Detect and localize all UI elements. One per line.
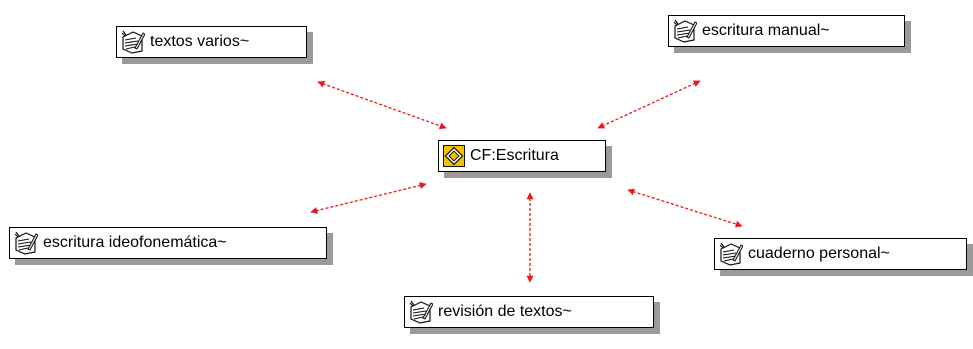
node-cf-escritura[interactable]: CF:Escritura [438, 140, 606, 172]
node-label: textos varios~ [150, 33, 250, 50]
memo-pencil-icon [719, 242, 744, 266]
node-cuaderno-personal[interactable]: cuaderno personal~ [714, 238, 967, 270]
node-revision-textos[interactable]: revisión de textos~ [404, 296, 654, 328]
link-textos-varios [317, 80, 447, 130]
link-escritura-manual [597, 80, 701, 129]
node-label: escritura ideofonemática~ [43, 234, 227, 251]
node-textos-varios[interactable]: textos varios~ [116, 26, 307, 58]
node-escritura-manual[interactable]: escritura manual~ [668, 15, 905, 47]
node-escritura-ideofonematica[interactable]: escritura ideofonemática~ [9, 227, 327, 259]
memo-pencil-icon [409, 300, 434, 324]
memo-pencil-icon [121, 30, 146, 54]
link-cuaderno-personal [627, 188, 743, 228]
family-code-icon [443, 145, 465, 167]
memo-pencil-icon [14, 231, 39, 255]
node-label: escritura manual~ [702, 22, 830, 39]
link-escritura-ideofonematica [310, 182, 427, 214]
node-label: revisión de textos~ [438, 303, 572, 320]
memo-pencil-icon [673, 19, 698, 43]
node-label: CF:Escritura [470, 147, 559, 164]
node-label: cuaderno personal~ [748, 245, 890, 262]
